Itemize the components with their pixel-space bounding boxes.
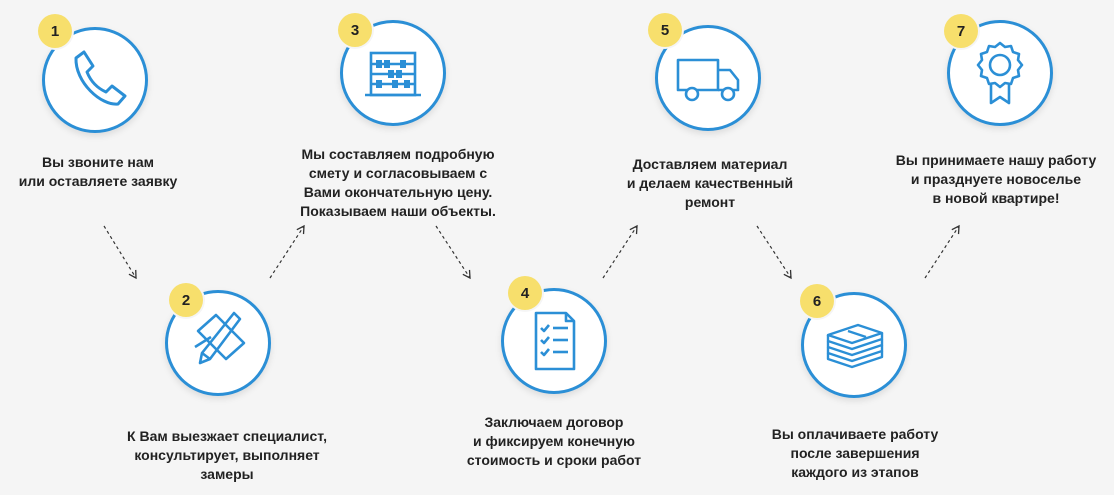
arrow-1-2 [103, 225, 137, 280]
step-4-line: и фиксируем конечную [473, 433, 635, 449]
step-6-line: после завершения [790, 445, 920, 461]
pen-paper-icon [194, 311, 246, 365]
award-ribbon-icon [976, 41, 1024, 105]
step-1-number: 1 [38, 14, 72, 48]
step-4-number: 4 [508, 276, 542, 310]
step-7-description: Вы принимаете нашу работу и празднуете н… [866, 151, 1114, 208]
step-6-number: 6 [800, 284, 834, 318]
arrow-6-7 [924, 224, 960, 279]
money-stack-icon [826, 323, 884, 369]
step-7-line: Вы принимаете нашу работу [895, 152, 1097, 168]
checklist-document-icon [534, 311, 576, 371]
step-5-description: Доставляем материал и делаем качественны… [580, 155, 840, 212]
step-1-description: Вы звоните нам или оставляете заявку [0, 153, 228, 191]
step-3-line: Вами окончательную цену. [303, 184, 493, 200]
step-3-description: Мы составляем подробную смету и согласов… [268, 145, 528, 221]
step-2-line: консультирует, выполняет [134, 447, 320, 463]
step-5-number: 5 [648, 13, 682, 47]
step-2-description: К Вам выезжает специалист, консультирует… [97, 427, 357, 484]
step-3-line: Показываем наши объекты. [300, 203, 496, 219]
step-3-line: смету и согласовываем с [308, 165, 488, 181]
step-4-line: стоимость и сроки работ [466, 452, 642, 468]
step-6-description: Вы оплачиваете работу после завершения к… [725, 425, 985, 482]
step-5-line: и делаем качественный [626, 175, 794, 191]
step-7-line: в новой квартире! [932, 190, 1060, 206]
step-5-line: Доставляем материал [632, 156, 788, 172]
step-3-number: 3 [338, 13, 372, 47]
step-5-line: ремонт [684, 194, 736, 210]
step-4-line: Заключаем договор [484, 414, 624, 430]
step-2-number: 2 [169, 283, 203, 317]
arrow-4-5 [602, 224, 638, 279]
step-2-line: замеры [200, 466, 254, 482]
step-2-line: К Вам выезжает специалист, [127, 428, 327, 444]
step-7-line: и празднуете новоселье [910, 171, 1082, 187]
step-6-line: Вы оплачиваете работу [771, 426, 939, 442]
step-7-number: 7 [944, 14, 978, 48]
step-6-line: каждого из этапов [791, 464, 919, 480]
arrow-2-3 [269, 224, 305, 279]
step-5-circle [655, 25, 761, 131]
step-1-line: или оставляете заявку [18, 173, 178, 189]
step-3-line: Мы составляем подробную [301, 146, 495, 162]
arrow-5-6 [756, 225, 792, 280]
abacus-icon [365, 51, 421, 97]
step-1-line: Вы звоните нам [41, 154, 155, 170]
delivery-truck-icon [676, 58, 740, 102]
arrow-3-4 [435, 225, 471, 280]
step-4-description: Заключаем договор и фиксируем конечную с… [424, 413, 684, 470]
phone-icon [74, 50, 127, 106]
